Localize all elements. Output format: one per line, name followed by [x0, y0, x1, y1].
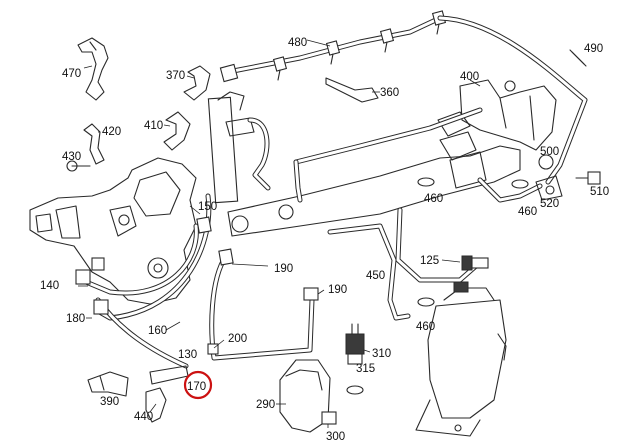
seal-ring-500	[538, 154, 554, 170]
callout-470[interactable]: 470	[62, 68, 81, 80]
callout-520[interactable]: 520	[540, 198, 559, 210]
callout-290[interactable]: 290	[256, 399, 275, 411]
callout-125[interactable]: 125	[420, 255, 439, 267]
callout-480[interactable]: 480	[288, 37, 307, 49]
injector-rail-480	[219, 10, 447, 83]
hose-490	[569, 49, 587, 67]
callout-190a[interactable]: 190	[274, 263, 293, 275]
callout-200[interactable]: 200	[228, 333, 247, 345]
callout-510[interactable]: 510	[590, 186, 609, 198]
callout-160[interactable]: 160	[148, 325, 167, 337]
callout-labels: 480 490 470 370 360 400 410 420 430 500 …	[40, 37, 609, 443]
line-fittings	[75, 205, 325, 385]
fitting-510	[575, 171, 601, 185]
callout-180[interactable]: 180	[66, 313, 85, 325]
callout-310[interactable]: 310	[372, 348, 391, 360]
clip-440	[145, 387, 167, 423]
callout-130[interactable]: 130	[178, 349, 197, 361]
clip-410	[163, 111, 191, 151]
callout-460a[interactable]: 460	[424, 193, 443, 205]
callout-440[interactable]: 440	[134, 411, 153, 423]
fitting-300	[321, 411, 337, 428]
callout-460b[interactable]: 460	[518, 206, 537, 218]
callout-315[interactable]: 315	[356, 363, 375, 375]
callout-150[interactable]: 150	[198, 201, 217, 213]
callout-430[interactable]: 430	[62, 151, 81, 163]
highlight-ring-170	[183, 370, 213, 400]
fitting-520	[535, 175, 563, 201]
fuel-filter	[415, 281, 507, 437]
callout-420[interactable]: 420	[102, 126, 121, 138]
bolt-430	[66, 160, 91, 172]
bracket-420	[83, 123, 105, 165]
callout-390[interactable]: 390	[100, 396, 119, 408]
callout-140[interactable]: 140	[40, 280, 59, 292]
clamp-470	[77, 37, 109, 101]
callout-460c[interactable]: 460	[416, 321, 435, 333]
callout-190b[interactable]: 190	[328, 284, 347, 296]
hose-clamps-460	[417, 177, 529, 307]
callout-360[interactable]: 360	[380, 87, 399, 99]
seal-315	[346, 385, 364, 395]
callout-400[interactable]: 400	[460, 71, 479, 83]
callout-450[interactable]: 450	[366, 270, 385, 282]
sensor-310	[345, 323, 371, 365]
clip-390	[87, 371, 129, 397]
fuel-distributor-400	[437, 79, 557, 189]
return-line	[437, 15, 588, 185]
clip-370	[183, 65, 211, 101]
callout-410[interactable]: 410	[144, 120, 163, 132]
callout-300[interactable]: 300	[326, 431, 345, 443]
callout-370[interactable]: 370	[166, 70, 185, 82]
fuel-rail-assembly	[207, 91, 521, 237]
fuel-lines	[83, 107, 543, 369]
connector-125	[441, 255, 489, 271]
callout-500[interactable]: 500	[540, 146, 559, 158]
injection-pump-housing	[29, 157, 197, 305]
callout-490[interactable]: 490	[584, 43, 603, 55]
clip-360	[325, 77, 380, 103]
callout-170[interactable]: 170	[187, 381, 206, 393]
